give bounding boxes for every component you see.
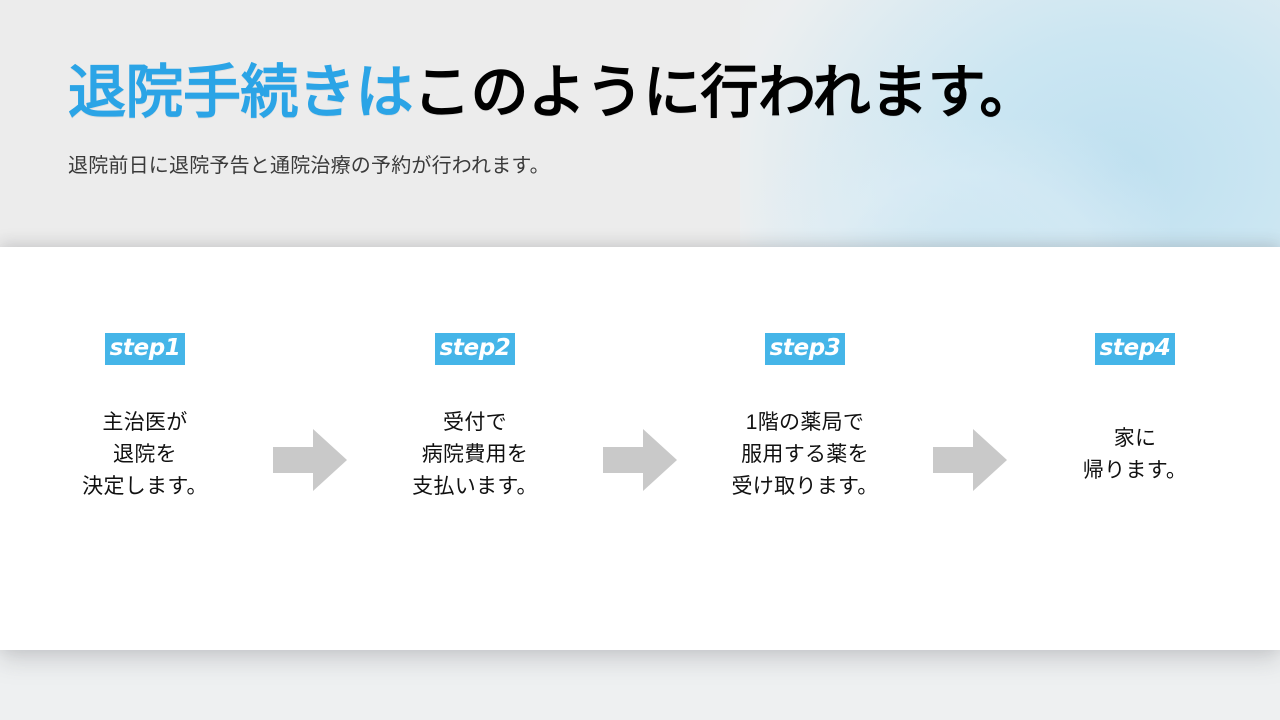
step-item-2: step2 受付で 病院費用を 支払います。: [366, 247, 584, 503]
step-badge-2: step2: [434, 333, 516, 365]
arrow-cell-3: [914, 247, 1026, 493]
arrow-right-icon: [933, 429, 1007, 491]
step-line: 帰ります。: [1082, 459, 1188, 483]
step-line: 家に: [1113, 427, 1157, 450]
step-description-3: 1階の薬局で 服用する薬を 受け取ります。: [732, 407, 879, 503]
step-badge-3: step3: [764, 333, 846, 365]
page-title: 退院手続きはこのように行われます。: [68, 60, 1280, 125]
step-line: 退院を: [113, 443, 177, 467]
arrow-right-icon: [603, 429, 677, 491]
step-line: 支払います。: [412, 475, 538, 499]
page-title-rest: このように行われます。: [413, 60, 1037, 125]
arrow-cell-1: [254, 247, 366, 493]
step-line: 主治医が: [102, 411, 188, 434]
step-description-1: 主治医が 退院を 決定します。: [82, 407, 208, 503]
background-bottom-strip: [0, 640, 1280, 720]
step-item-1: step1 主治医が 退院を 決定します。: [36, 247, 254, 503]
step-line: 決定します。: [82, 475, 208, 499]
step-line: 服用する薬を: [741, 443, 869, 467]
slide-header: 退院手続きはこのように行われます。 退院前日に退院予告と通院治療の予約が行われま…: [0, 0, 1280, 247]
step-badge-1: step1: [104, 333, 186, 365]
page-title-highlight: 退院手続きは: [68, 60, 414, 125]
step-badge-4: step4: [1094, 333, 1176, 365]
step-line: 受け取ります。: [731, 475, 879, 499]
step-description-4: 家に 帰ります。: [1083, 423, 1187, 487]
steps-flow: step1 主治医が 退院を 決定します。 step2 受付で 病院費用を: [0, 247, 1280, 650]
arrow-right-icon: [273, 429, 347, 491]
page-subtitle: 退院前日に退院予告と通院治療の予約が行われます。: [68, 154, 550, 177]
step-line: 受付で: [443, 411, 507, 434]
steps-card: step1 主治医が 退院を 決定します。 step2 受付で 病院費用を: [0, 247, 1280, 650]
step-item-3: step3 1階の薬局で 服用する薬を 受け取ります。: [696, 247, 914, 503]
step-item-4: step4 家に 帰ります。: [1026, 247, 1244, 487]
step-line: 1階の薬局で: [745, 411, 865, 434]
arrow-cell-2: [584, 247, 696, 493]
step-description-2: 受付で 病院費用を 支払います。: [412, 407, 538, 503]
step-line: 病院費用を: [421, 443, 529, 467]
